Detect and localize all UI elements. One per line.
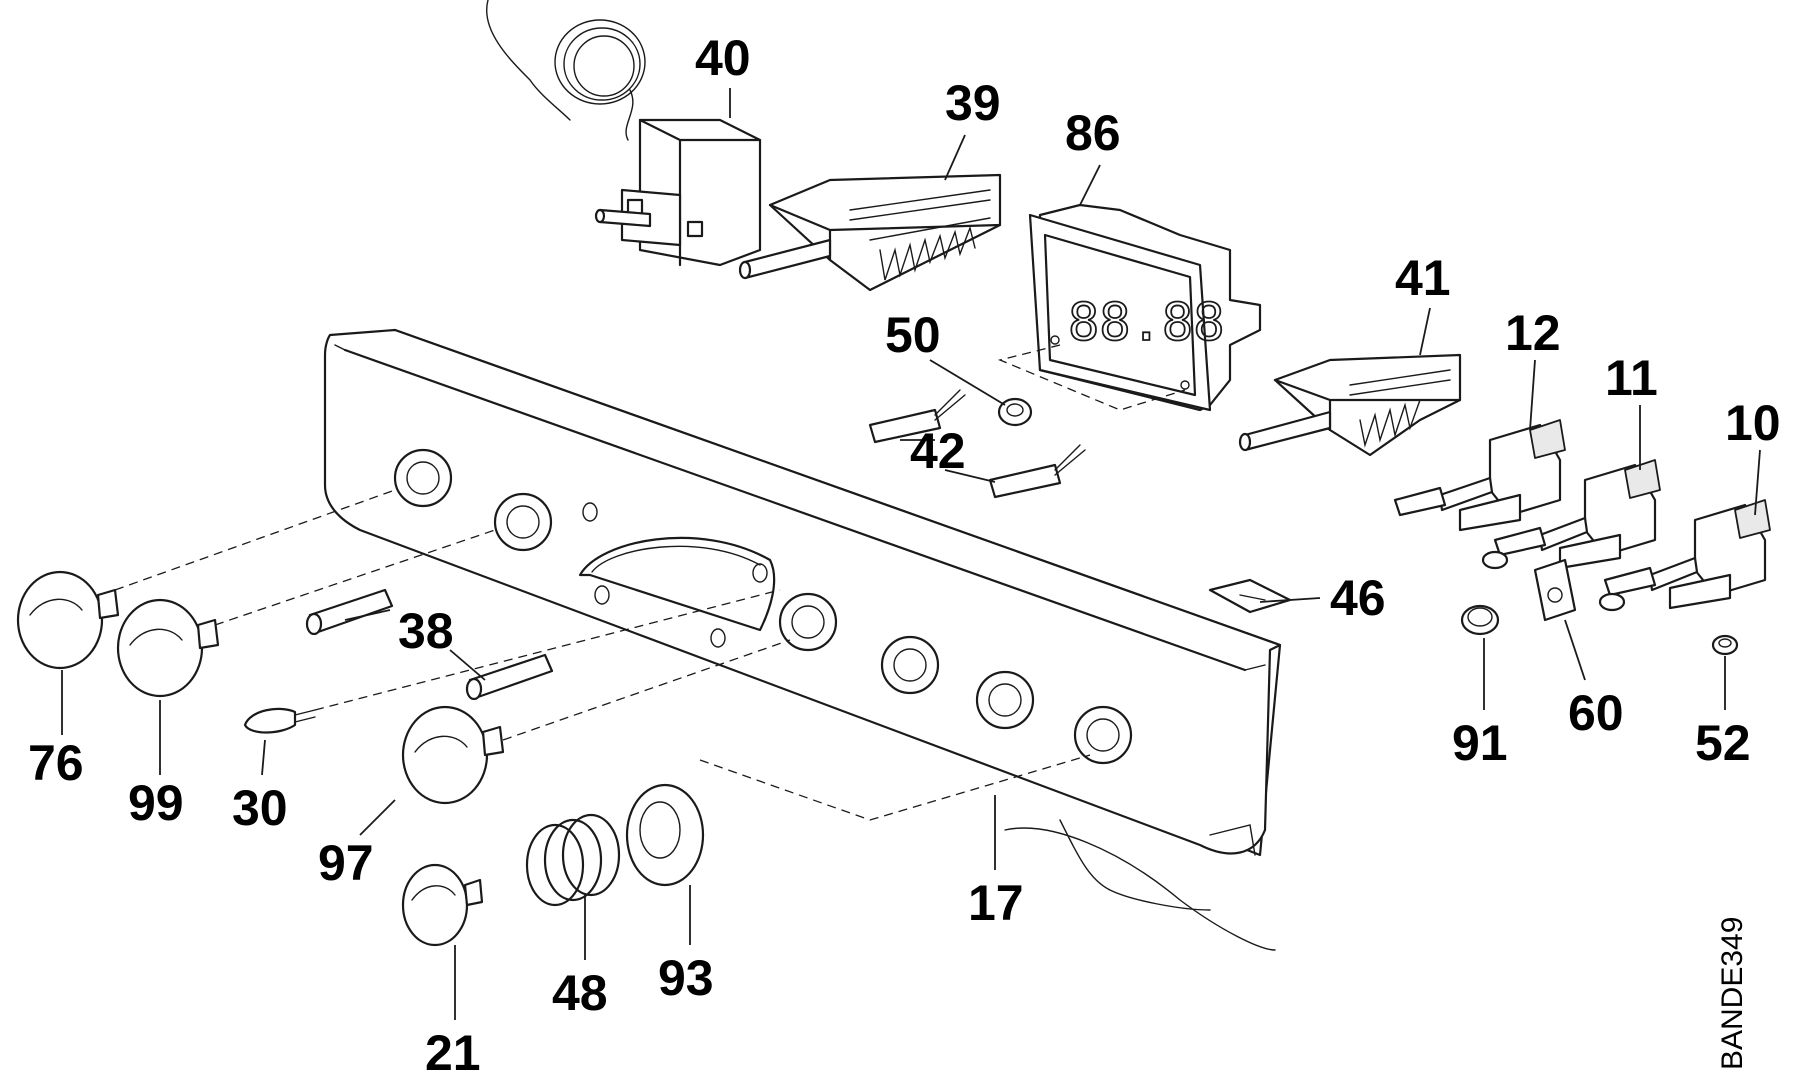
label-30: 30 (232, 780, 288, 836)
label-40: 40 (695, 30, 751, 86)
part-76-knob (16, 570, 120, 670)
part-11-gas-tap (1493, 459, 1661, 570)
label-91: 91 (1452, 715, 1508, 771)
part-52-washer (1711, 634, 1739, 656)
part-39-selector-switch (738, 173, 1002, 292)
part-60-bracket (1533, 558, 1577, 622)
part-30-pin (243, 707, 316, 734)
label-48: 48 (552, 965, 608, 1021)
part-48-spring (525, 813, 621, 907)
label-86: 86 (1065, 105, 1121, 161)
part-17-control-panel (323, 328, 1282, 951)
alignment-line (699, 754, 1091, 821)
label-97: 97 (318, 835, 374, 891)
part-86-digital-display: 88.88 (997, 203, 1262, 412)
label-50: 50 (885, 307, 941, 363)
part-38-bulb-holder (305, 588, 554, 701)
label-99: 99 (128, 775, 184, 831)
label-93: 93 (658, 950, 714, 1006)
part-21-knob (401, 863, 484, 947)
label-76: 76 (28, 735, 84, 791)
part-99-knob (116, 598, 220, 698)
part-10-gas-tap (1603, 499, 1771, 610)
part-93-bezel (625, 783, 705, 887)
washer (1598, 592, 1626, 612)
alignment-line (114, 489, 396, 591)
drawing-code: BANDE349 (1716, 917, 1749, 1070)
label-11: 11 (1605, 350, 1658, 406)
label-42: 42 (910, 423, 966, 479)
label-17: 17 (968, 875, 1024, 931)
label-10: 10 (1725, 395, 1781, 451)
part-46-clip (1208, 578, 1292, 614)
part-91-bushing (1460, 604, 1500, 636)
part-50-spacer (997, 397, 1033, 427)
leader-lines (61, 88, 1761, 1020)
part-97-knob (401, 705, 505, 805)
label-12: 12 (1505, 305, 1561, 361)
label-38: 38 (398, 603, 454, 659)
alignment-line (502, 639, 791, 741)
alignment-line (214, 529, 496, 626)
part-12-gas-tap (1393, 419, 1566, 532)
label-60: 60 (1568, 685, 1624, 741)
part-40-thermostat (486, 0, 762, 267)
label-46: 46 (1330, 570, 1386, 626)
washer (1481, 550, 1509, 570)
label-21: 21 (425, 1025, 481, 1081)
label-52: 52 (1695, 715, 1751, 771)
part-41-selector-switch (1238, 353, 1462, 457)
display-readout: 88.88 (1068, 293, 1225, 353)
label-41: 41 (1395, 250, 1451, 306)
alignment-line (314, 589, 781, 711)
label-39: 39 (945, 75, 1001, 131)
part-42-indicator-bulb (868, 389, 1086, 499)
